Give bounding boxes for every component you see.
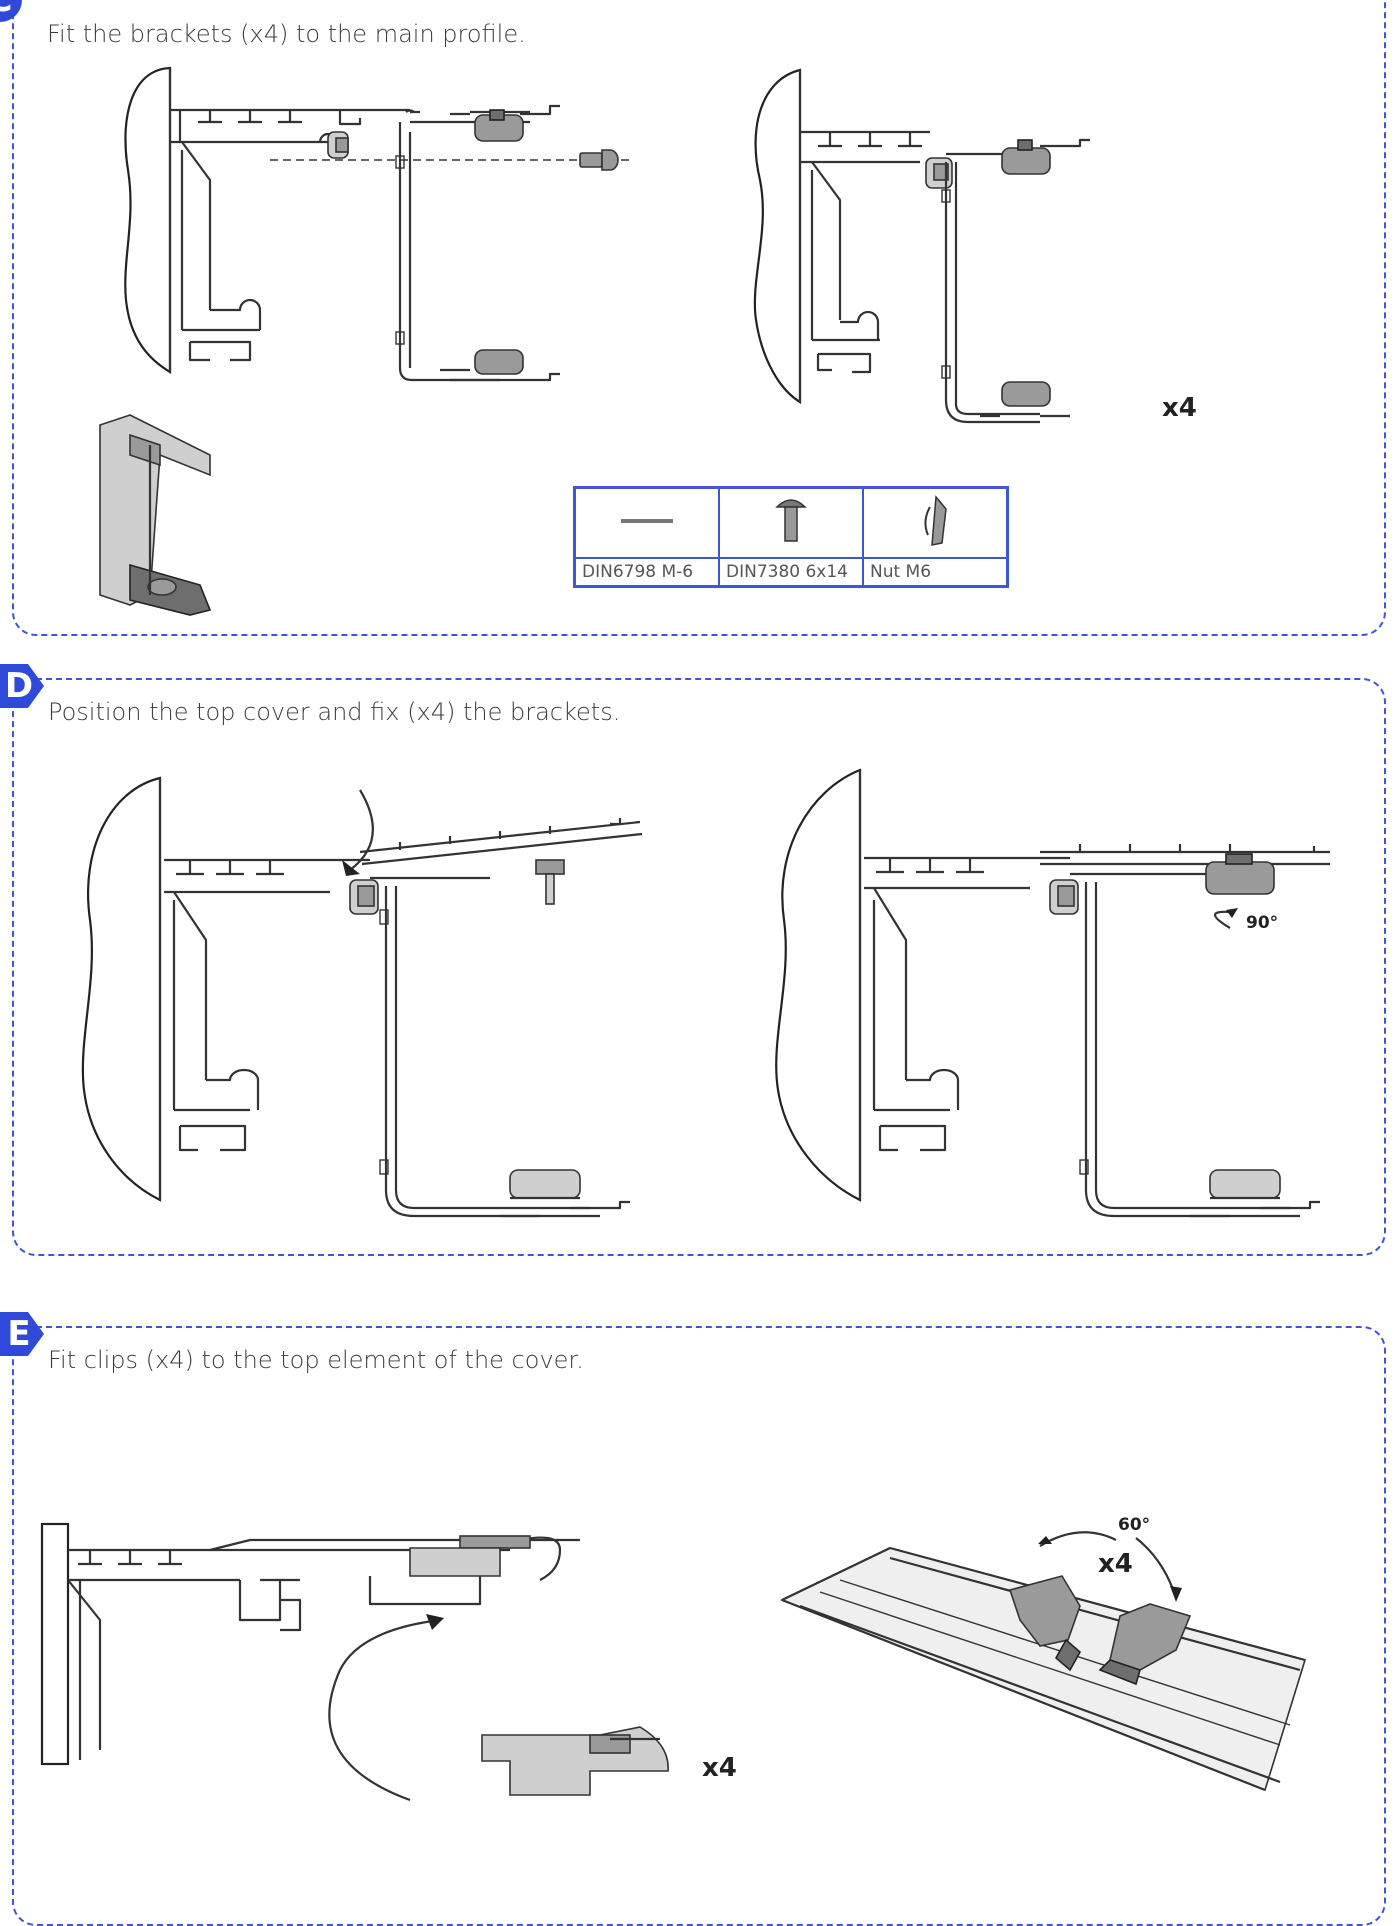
step-c-panel xyxy=(12,0,1386,636)
bolt-icon xyxy=(775,498,807,542)
angle-label: 60° xyxy=(1118,1515,1150,1535)
step-e-clip-quantity-label: x4 xyxy=(702,1753,737,1783)
step-d-left-figure xyxy=(81,776,643,1218)
parts-nut-cell xyxy=(862,486,1009,559)
rotation-label: 90° xyxy=(1246,913,1278,933)
step-e-quantity-label: x4 xyxy=(1098,1549,1133,1579)
step-c-quantity-label: x4 xyxy=(1162,393,1197,423)
step-d-right-figure: 90° xyxy=(775,768,1330,1218)
parts-bolt-label: DIN7380 6x14 xyxy=(718,557,864,588)
step-c-assembled-figure xyxy=(753,68,1090,424)
step-d-panel xyxy=(12,678,1386,1256)
step-e-instruction: Fit clips (x4) to the top element of the… xyxy=(48,1346,584,1374)
parts-nut-label: Nut M6 xyxy=(862,557,1009,588)
washer-icon xyxy=(621,518,673,523)
svg-text:x4: x4 xyxy=(1162,393,1197,423)
parts-washer-cell xyxy=(573,486,720,559)
nut-icon xyxy=(924,494,947,546)
step-e-right-figure: 60° x4 xyxy=(780,1515,1307,1792)
svg-text:x4: x4 xyxy=(702,1753,737,1783)
parts-table: DIN6798 M-6 DIN7380 6x14 Nut M6 xyxy=(573,486,1009,588)
step-c-exploded-figure xyxy=(124,66,630,382)
parts-washer-label: DIN6798 M-6 xyxy=(573,557,720,588)
bracket-3d-figure xyxy=(99,414,212,616)
step-d-instruction: Position the top cover and fix (x4) the … xyxy=(48,698,621,726)
step-c-instruction: Fit the brackets (x4) to the main profil… xyxy=(47,20,526,48)
parts-bolt-cell xyxy=(718,486,864,559)
clip-part-figure xyxy=(481,1726,669,1796)
step-e-left-figure xyxy=(40,1522,580,1802)
